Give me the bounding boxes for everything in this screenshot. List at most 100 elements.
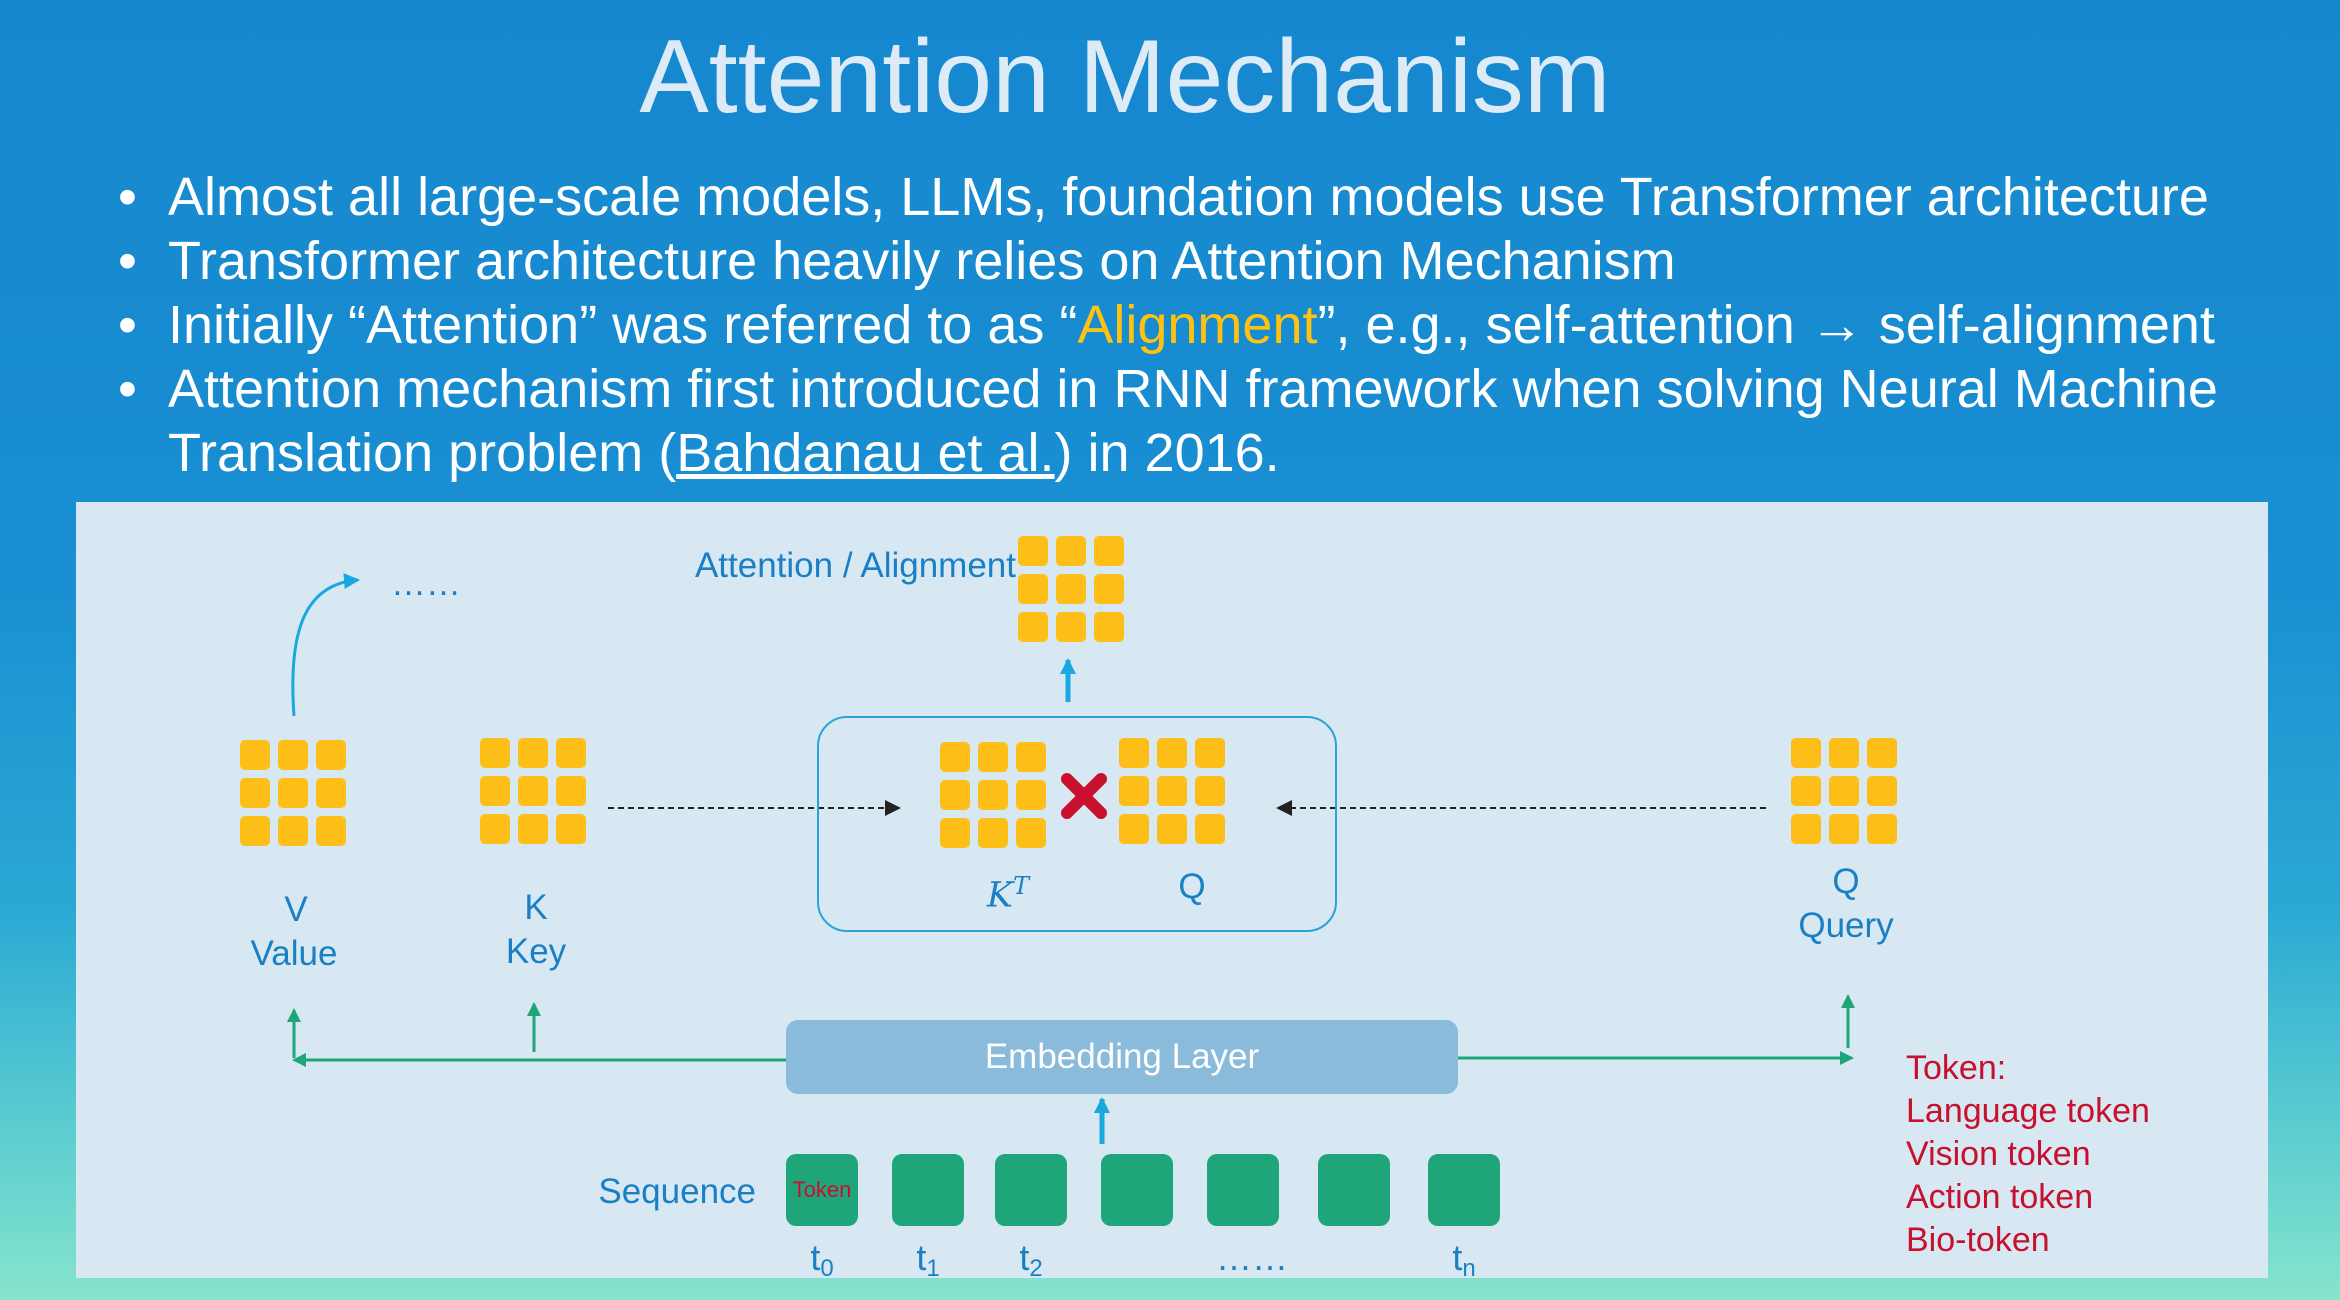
- legend-language: Language token: [1906, 1092, 2150, 1130]
- matrix-cell: [1094, 536, 1124, 566]
- token-t1: [892, 1154, 964, 1226]
- ellipsis-top: ……: [391, 564, 461, 603]
- matrix-cell: [556, 814, 586, 844]
- matrix-cell: [1829, 738, 1859, 768]
- legend-title: Token:: [1906, 1049, 2007, 1087]
- matrix-cell: [978, 780, 1008, 810]
- attention-alignment-label: Attention / Alignment: [694, 546, 1016, 585]
- v-matrix: [240, 740, 346, 846]
- kt-base: K: [986, 875, 1014, 916]
- bullet-list: Almost all large-scale models, LLMs, fou…: [110, 165, 2290, 485]
- v-output-curve-arrow: [291, 573, 360, 717]
- matrix-cell: [240, 816, 270, 846]
- bullet-2-text: Transformer architecture heavily relies …: [168, 231, 1676, 291]
- matrix-cell: [1829, 814, 1859, 844]
- bullet-1: Almost all large-scale models, LLMs, fou…: [110, 165, 2290, 229]
- t1-sub: 1: [926, 1255, 940, 1282]
- v-symbol: V: [284, 890, 308, 929]
- slide-title: Attention Mechanism: [639, 19, 1611, 135]
- matrix-cell: [1829, 776, 1859, 806]
- t1-label: t1: [888, 1237, 968, 1283]
- t0-base: t: [810, 1237, 821, 1278]
- token-t3: [1101, 1154, 1173, 1226]
- matrix-cell: [940, 780, 970, 810]
- matrix-cell: [1867, 776, 1897, 806]
- kt-matrix: [940, 742, 1046, 848]
- matrix-cell: [556, 738, 586, 768]
- matrix-cell: [1094, 574, 1124, 604]
- matrix-cell: [978, 742, 1008, 772]
- matrix-cell: [518, 738, 548, 768]
- matrix-cell: [1195, 814, 1225, 844]
- matrix-cell: [1018, 574, 1048, 604]
- bullet-3: Initially “Attention” was referred to as…: [110, 293, 2290, 357]
- k-name: Key: [505, 932, 567, 971]
- matrix-cell: [1791, 814, 1821, 844]
- matrix-cell: [480, 776, 510, 806]
- matrix-cell: [278, 816, 308, 846]
- matrix-cell: [278, 740, 308, 770]
- t0-label: t0: [782, 1237, 862, 1283]
- t0-sub: 0: [820, 1255, 834, 1282]
- diagram-connectors: [287, 573, 1855, 1144]
- matrix-cell: [1195, 776, 1225, 806]
- q-matrix: [1791, 738, 1897, 844]
- matrix-cell: [1016, 742, 1046, 772]
- matrix-cell: [556, 776, 586, 806]
- k-symbol: K: [524, 888, 548, 927]
- kt-label: KT: [958, 864, 1058, 918]
- t-ellipsis-base: ……: [1216, 1237, 1288, 1278]
- matrix-cell: [1018, 612, 1048, 642]
- matrix-cell: [518, 776, 548, 806]
- matrix-cell: [978, 818, 1008, 848]
- t2-label: t2: [991, 1237, 1071, 1283]
- q-inner-label: Q: [1178, 867, 1206, 906]
- t2-base: t: [1019, 1237, 1030, 1278]
- matrix-cell: [518, 814, 548, 844]
- matrix-cell: [1094, 612, 1124, 642]
- token-t2: [995, 1154, 1067, 1226]
- token-t4: [1207, 1154, 1279, 1226]
- matrix-cell: [1195, 738, 1225, 768]
- bahdanau-link[interactable]: Bahdanau et al.: [676, 423, 1055, 483]
- matrix-cell: [1867, 814, 1897, 844]
- kt-q-product-box: [817, 716, 1337, 932]
- matrix-cell: [1018, 536, 1048, 566]
- tn-sub: n: [1462, 1255, 1476, 1282]
- matrix-cell: [940, 818, 970, 848]
- matrix-cell: [1119, 738, 1149, 768]
- matrix-cell: [1791, 738, 1821, 768]
- token-tn: [1428, 1154, 1500, 1226]
- matrix-cell: [1157, 814, 1187, 844]
- matrix-cell: [1157, 776, 1187, 806]
- tn-label: tn: [1424, 1237, 1504, 1283]
- bullet-2: Transformer architecture heavily relies …: [110, 229, 2290, 293]
- matrix-cell: [1867, 738, 1897, 768]
- matrix-cell: [1791, 776, 1821, 806]
- legend-vision: Vision token: [1906, 1135, 2091, 1173]
- t2-sub: 2: [1029, 1255, 1043, 1282]
- bullet-3-text-end: ”, e.g., self-attention → self-alignment: [1317, 295, 2215, 355]
- matrix-cell: [1016, 818, 1046, 848]
- multiply-cross-icon: [1061, 773, 1107, 819]
- token-t0: Token: [786, 1154, 858, 1226]
- v-name: Value: [250, 934, 338, 973]
- matrix-cell: [1056, 536, 1086, 566]
- attention-matrix: [1018, 536, 1124, 642]
- t1-base: t: [916, 1237, 927, 1278]
- matrix-cell: [1157, 738, 1187, 768]
- bullet-3-text: Initially “Attention” was referred to as…: [168, 295, 1078, 355]
- token-t5: [1318, 1154, 1390, 1226]
- embedding-layer: Embedding Layer: [786, 1020, 1458, 1094]
- matrix-cell: [1016, 780, 1046, 810]
- legend-action: Action token: [1906, 1178, 2094, 1216]
- kt-sup: T: [1013, 872, 1030, 900]
- matrix-cell: [316, 778, 346, 808]
- q-symbol: Q: [1832, 862, 1860, 901]
- legend-bio: Bio-token: [1906, 1221, 2050, 1259]
- bullet-4-text-end: ) in 2016.: [1054, 423, 1280, 483]
- sequence-label: Sequence: [598, 1172, 756, 1211]
- diagram-panel: Attention / Alignment …… KT Q V Value K …: [76, 502, 2268, 1282]
- bullet-4-text: Attention mechanism first introduced in …: [168, 359, 2218, 483]
- token-text: Token: [792, 1177, 852, 1202]
